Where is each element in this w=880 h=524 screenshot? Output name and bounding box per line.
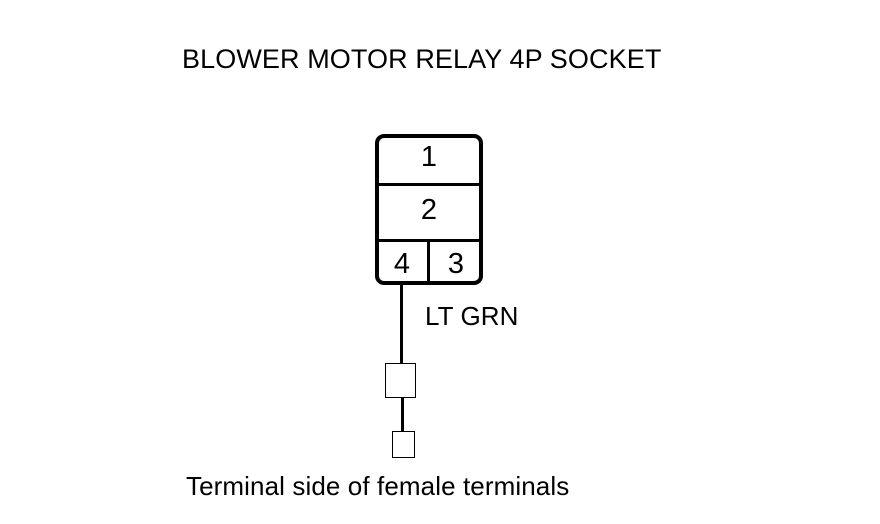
terminal-large-rect — [385, 363, 416, 398]
wire-line-upper — [400, 285, 403, 364]
diagram-caption: Terminal side of female terminals — [186, 471, 570, 501]
wire-color-label: LT GRN — [425, 301, 519, 331]
connector-column-divider — [427, 240, 430, 285]
pin-number-2: 2 — [420, 194, 438, 226]
pin-number-1: 1 — [420, 141, 438, 173]
pin-number-3: 3 — [447, 248, 465, 280]
connector-row-divider-1 — [375, 183, 483, 186]
pin-number-4: 4 — [393, 248, 411, 280]
page-title: BLOWER MOTOR RELAY 4P SOCKET — [182, 44, 662, 74]
wire-line-lower — [401, 397, 404, 432]
terminal-small-rect — [392, 431, 415, 458]
